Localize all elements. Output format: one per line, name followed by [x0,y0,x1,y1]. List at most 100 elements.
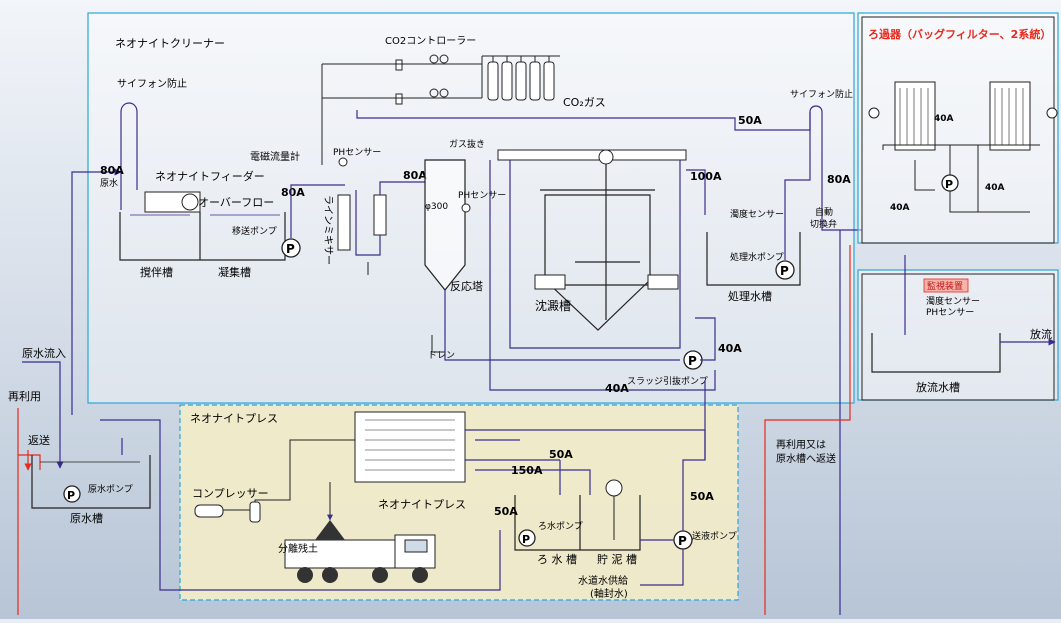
discharge-inner-border [861,273,1055,401]
settling-tank-wall [509,160,681,349]
cleaner-title: ネオナイトクリーナー [115,37,225,50]
pipe-40a-filter-2: 40A [985,183,1005,193]
ph-sensor-3-label: PHセンサー [926,307,974,318]
settling-motor [598,149,614,165]
press-pipes [465,429,706,495]
line-mixer-1 [337,194,351,251]
ph-sensor-2-label: PHセンサー [458,190,506,201]
treated-tank-wall [706,232,801,286]
separated-residue-label: 分離残土 [278,542,318,555]
filtrate-pump-p: P [522,533,530,546]
treated-pump-out [784,112,811,260]
reactor-bottom-pipe [444,290,680,361]
monitor-label: 監視装置 [927,280,963,292]
pipe-80a-right: 80A [827,173,851,186]
pipe-40a-filter-1: 40A [934,114,954,124]
siphon-left-pipe [120,102,138,210]
compressor-label: コンプレッサー [192,487,269,500]
press-section: ネオナイトプレス ネオナイトプレス コンプレッサー 分離残土 P ろ水ポンプ ろ… [100,380,739,601]
siphon-right-pipe [809,105,845,231]
mixer-pipe [355,181,425,256]
stir-tank-label: 撹伴槽 [140,265,173,279]
feed-pump-pipes [640,380,706,586]
filter-gauge-right [1046,107,1058,119]
auto-switch-label-1: 自動 [815,206,833,218]
treated-tank-label: 処理水槽 [728,290,772,303]
raw-inflow-pipe [22,361,64,469]
filtrate-pump-icon [518,529,536,547]
siphon-right-label: サイフォン防止 [790,88,853,100]
drain-pipe [431,335,445,353]
treated-pump-icon [775,260,795,280]
pipe-80a-flow: 80A [281,186,305,199]
auto-switch-label-2: 切換弁 [810,218,837,230]
settling-tank-label: 沈澱槽 [535,298,571,313]
ph-sensor-1-label: PHセンサー [333,147,381,158]
reuse-note-2: 原水槽へ返送 [776,452,836,465]
reaction-tower-body [424,159,466,291]
filter-gauge-left [868,107,880,119]
settling-hopper [544,194,651,331]
raw-pump-p: P [67,489,75,502]
co2-cylinders [482,55,560,101]
settling-box-right [647,274,679,290]
bag-filter-2 [989,81,1031,151]
siphon-left-label: サイフォン防止 [117,77,187,90]
press-machine [354,411,466,483]
sludge-pump-p: P [688,354,697,368]
filter-inner-border [861,16,1055,244]
sludge-tank-label: 貯 泥 槽 [597,553,637,566]
sludge-tank-motor [605,479,623,497]
turbidity-1-label: 濁度センサー [730,208,784,220]
feed-pump-p: P [678,534,687,548]
stir-coag-tanks [119,212,286,261]
tap-water-label-1: 水道水供給 [578,574,628,587]
coag-tank-label: 凝集槽 [218,265,251,279]
raw-inflow-label: 原水流入 [22,346,66,360]
truck-icon [284,520,436,583]
raw-feed-pipe [71,168,122,415]
raw-tank-wall [31,455,151,509]
reuse-red-pipe [17,408,41,615]
cleaner-border [87,12,855,404]
ph-sensor-1-icon [338,157,348,167]
filtrate-sludge-tanks [514,495,641,551]
transfer-pump-p: P [286,242,295,256]
co2-controllers [322,54,483,105]
pipe-50a-press-right: 50A [690,490,714,503]
raw-water-small-label: 原水 [100,177,118,189]
pipe-100a: 100A [690,170,722,183]
settling-box-left [534,274,566,290]
sludge-pump-label: スラッジ引抜ポンプ [627,375,708,387]
treated-pump-p: P [780,264,789,278]
press-title: ネオナイトプレス [190,412,278,425]
bag-filter-1 [894,81,936,151]
settling-shaft [560,164,650,320]
pipe-50a-filtrate: 50A [494,505,518,518]
drain-label: ドレン [428,351,455,361]
pipe-80a-reactor: 80A [403,169,427,182]
monitor-badge [923,278,969,293]
line-mixer-label: ラインミキサー [322,195,334,265]
compressor-icon [194,504,224,518]
treated-pump-label: 処理水ポンプ [730,251,784,263]
tap-water-label-2: (軸封水) [590,587,628,600]
discharge-tank-wall [871,333,1001,373]
discharge-label: 放流 [1030,327,1052,341]
press-machine-label: ネオナイトプレス [378,498,466,511]
filter-piping [882,144,1040,213]
gas-vent-label: ガス抜き [449,138,485,150]
transfer-pump-icon [281,238,301,258]
filtrate-return-pipe [100,419,501,591]
pipe-50a-top: 50A [738,114,762,127]
filter-title: ろ過器（バッグフィルター、2系統） [868,27,1051,41]
press-plates [365,419,455,471]
feed-pump-label: 送液ポンプ [692,530,737,542]
pump-to-mixer-pipe [290,184,345,238]
raw-pump-icon [63,485,81,503]
phi300-label: φ300 [425,202,448,212]
bag-filter-elements [899,88,1024,145]
pipe-40a-filter-3: 40A [890,203,910,213]
pipe-50a-press: 50A [549,448,573,461]
